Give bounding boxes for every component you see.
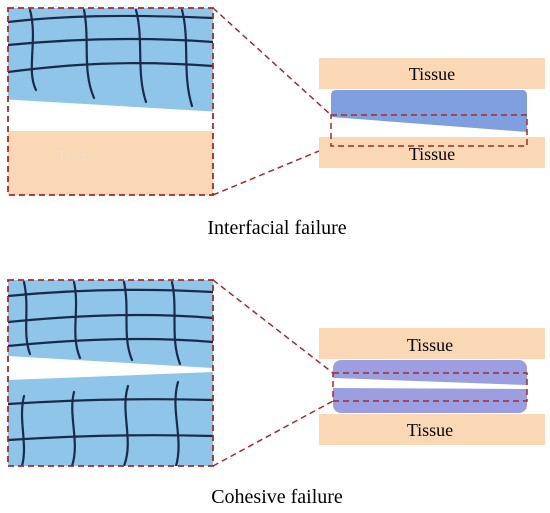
polymer-network: [8, 8, 213, 108]
interfacial-caption: Interfacial failure: [207, 217, 346, 239]
hydrogel-upper-fragment: [8, 280, 213, 368]
zoom-region-marker: [330, 114, 528, 147]
hydrogel-lower-fragment: [8, 372, 213, 466]
callout-line-top: [212, 7, 332, 116]
cohesive-zoom-frame: [7, 279, 214, 467]
hydrogel-region: [8, 8, 213, 112]
cohesive-crack-wedge: [333, 378, 527, 389]
tissue-top: [319, 328, 545, 359]
cohesive-schematic: Tissue Tissue: [319, 328, 545, 445]
callout-line-bottom: [212, 145, 332, 196]
cohesive-zoom-inset: [8, 280, 213, 466]
tissue-top: [319, 58, 545, 89]
interfacial-zoom-frame: [7, 7, 214, 196]
interfacial-schematic: Tissue Tissue: [319, 58, 545, 168]
tissue-top-label: Tissue: [407, 335, 453, 355]
callout-line-top: [212, 279, 334, 374]
polymer-network-lower: [8, 380, 213, 466]
hydrogel-body: [331, 90, 527, 132]
callout-line-bottom: [212, 400, 334, 467]
zoom-region-marker: [332, 372, 528, 402]
tissue-watermark: Tissue: [58, 149, 94, 164]
tissue-bottom-label: Tissue: [409, 144, 455, 164]
tissue-top-label: Tissue: [409, 64, 455, 84]
polymer-network-upper: [8, 280, 213, 366]
interfacial-failure-panel: Tissue Tissue Tissue: [7, 7, 545, 239]
cohesive-failure-panel: Tissue Tissue Cohesive failure: [7, 279, 545, 508]
tissue-region: [8, 131, 213, 195]
tissue-bottom: [319, 414, 545, 445]
cohesive-caption: Cohesive failure: [211, 486, 343, 508]
interfacial-zoom-inset: Tissue: [8, 8, 213, 195]
tissue-bottom: [319, 137, 545, 168]
tissue-bottom-label: Tissue: [407, 420, 453, 440]
